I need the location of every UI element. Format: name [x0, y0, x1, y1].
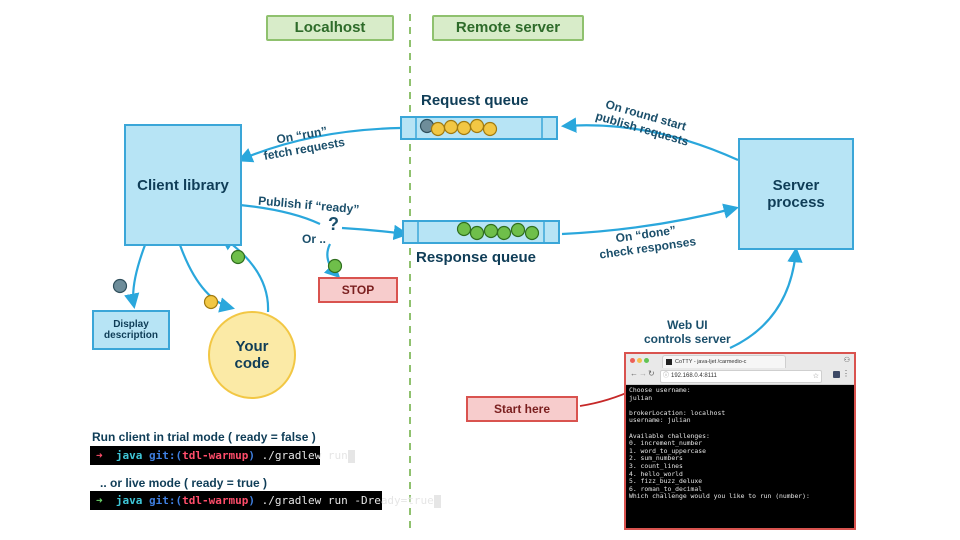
- web-ui-browser: CoTTY - java-ljet /carmedio-c ⚇ ← → ↻ ⓘ …: [624, 352, 856, 530]
- terminal-line: 3. count_lines: [629, 461, 683, 470]
- your-code-ball: [203, 294, 219, 310]
- live-terminal: ➜ java git:(tdl-warmup) ./gradlew run -D…: [90, 491, 441, 510]
- response-queue: [402, 220, 560, 244]
- display-description-box: Display description: [92, 310, 170, 350]
- trial-terminal: ➜ java git:(tdl-warmup) ./gradlew run: [90, 446, 355, 465]
- terminal-line: 6. roman_to_decimal: [629, 484, 703, 493]
- check-responses-arrow: [561, 203, 739, 236]
- browser-terminal-content: Choose username:julian brokerLocation: l…: [626, 385, 854, 503]
- your-code-label: Your code: [234, 338, 270, 372]
- info-icon: ⓘ: [663, 373, 670, 379]
- browser-tab-title: CoTTY - java-ljet /carmedio-c: [675, 359, 747, 365]
- request-queue-title: Request queue: [421, 92, 529, 109]
- terminal-line: Choose username:: [629, 386, 691, 394]
- display-description-label: Display description: [104, 319, 158, 341]
- terminal-line: 2. sum_numbers: [629, 454, 683, 463]
- web-ui-label: Web UI controls server: [644, 318, 731, 346]
- request-ball: [469, 118, 485, 134]
- request-ball: [482, 121, 498, 137]
- close-dot-icon[interactable]: [630, 358, 635, 363]
- cursor: [347, 449, 355, 463]
- question-mark: ?: [328, 214, 339, 234]
- terminal-favicon-icon: [666, 359, 672, 365]
- stop-box: STOP: [318, 277, 398, 303]
- response-ball: [456, 221, 472, 237]
- stop-ball: [327, 258, 343, 274]
- bookmark-star-icon[interactable]: ☆: [812, 373, 819, 380]
- start-here-label: Start here: [493, 402, 551, 416]
- terminal-line: julian: [629, 393, 653, 402]
- user-icon[interactable]: ⚇: [843, 357, 850, 364]
- fetch-arrow: [237, 126, 401, 163]
- or-label: Or ..: [302, 232, 327, 246]
- your-code-circle: Your code: [208, 311, 296, 399]
- display-ball: [112, 278, 128, 294]
- maximize-dot-icon[interactable]: [644, 358, 649, 363]
- address-url: 192.168.0.4:8111: [671, 373, 717, 379]
- response-ball: [496, 225, 512, 241]
- display-arrow: [124, 244, 147, 310]
- menu-kebab-icon[interactable]: ⋮: [842, 369, 850, 378]
- web-ui-arrow: [729, 246, 803, 349]
- terminal-line: Available challenges:: [629, 431, 710, 440]
- publish-requests-arrow: [560, 117, 739, 162]
- client-library-label: Client library: [137, 176, 229, 194]
- cursor: [433, 494, 441, 508]
- forward-icon[interactable]: →: [639, 369, 647, 378]
- live-mode-title: .. or live mode ( ready = true ): [100, 476, 268, 490]
- your-code-arrow: [178, 244, 235, 313]
- server-process-label: Server process: [767, 177, 825, 211]
- return-ball: [230, 249, 246, 265]
- terminal-line: 0. increment_number: [629, 439, 703, 448]
- response-ball: [510, 222, 526, 238]
- publish-ready-arrow: [239, 203, 321, 225]
- address-bar[interactable]: ⓘ 192.168.0.4:8111 ☆: [660, 370, 822, 383]
- reload-icon[interactable]: ↻: [648, 369, 655, 378]
- stop-label: STOP: [341, 283, 375, 297]
- terminal-line: brokerLocation: localhost: [629, 408, 726, 417]
- extension-icon[interactable]: [833, 371, 840, 378]
- response-ball: [524, 225, 540, 241]
- minimize-dot-icon[interactable]: [637, 358, 642, 363]
- localhost-tag: Localhost: [266, 15, 394, 41]
- server-process-box: Server process: [738, 138, 854, 250]
- remote-server-tag: Remote server: [432, 15, 584, 41]
- request-queue: [400, 116, 558, 140]
- terminal-line: Which challenge would you like to run (n…: [629, 492, 810, 501]
- browser-tab[interactable]: CoTTY - java-ljet /carmedio-c: [662, 355, 786, 368]
- browser-chrome: CoTTY - java-ljet /carmedio-c ⚇ ← → ↻ ⓘ …: [626, 354, 854, 385]
- stop-arrow: [323, 243, 341, 279]
- trial-mode-title: Run client in trial mode ( ready = false…: [92, 430, 316, 444]
- client-library-box: Client library: [124, 124, 242, 246]
- terminal-line: username: julian: [629, 416, 691, 425]
- start-here-box: Start here: [466, 396, 578, 422]
- response-ball: [469, 225, 485, 241]
- terminal-line: 4. hello_world: [629, 469, 683, 478]
- response-queue-title: Response queue: [416, 249, 537, 266]
- terminal-line: 1. word_to_uppercase: [629, 446, 706, 455]
- back-icon[interactable]: ←: [630, 369, 638, 378]
- terminal-line: 5. fizz_buzz_deluxe: [629, 477, 703, 486]
